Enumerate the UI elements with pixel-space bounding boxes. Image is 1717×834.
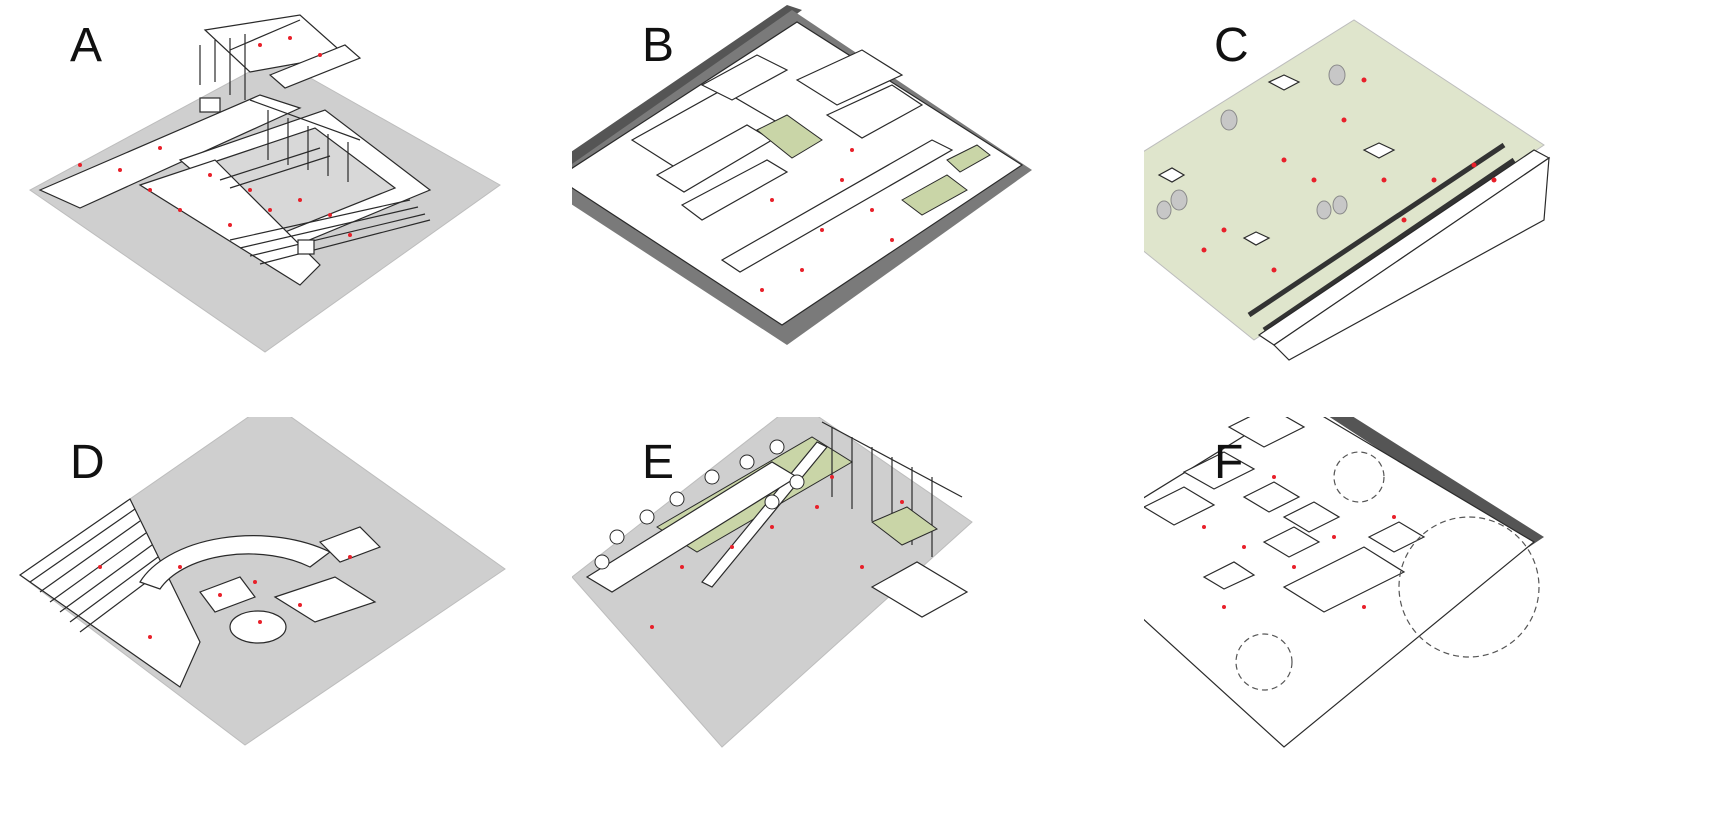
lawn-block (199, 576, 256, 613)
panel-e: E (572, 417, 1144, 834)
lower-terrace (138, 159, 321, 286)
green-pad (871, 506, 938, 546)
plaza-circle (229, 610, 287, 644)
panel-f: F (1144, 417, 1716, 834)
dark-edge (1329, 417, 1544, 547)
trees (594, 439, 805, 570)
lawn-block (318, 526, 382, 563)
people-markers (78, 36, 352, 237)
panel-label: D (70, 436, 105, 489)
people-markers (98, 555, 352, 639)
axonometric-drawing-a (29, 14, 501, 353)
rail-lines (1247, 142, 1516, 333)
axonometric-drawing-b (572, 5, 1032, 345)
panel-label: F (1214, 436, 1244, 489)
small-houses (1157, 74, 1396, 246)
shed-roofs (630, 49, 924, 221)
axonometric-drawing-e (572, 417, 973, 748)
people-markers (650, 475, 904, 629)
upper-walkway (38, 94, 302, 209)
panel-label: B (642, 19, 675, 72)
platform-lower (1273, 156, 1550, 361)
highlight-circles (1235, 451, 1540, 691)
panel-label: A (70, 19, 103, 72)
kiosk-box (297, 239, 315, 255)
axonometric-drawing-f (1144, 417, 1544, 748)
axonometric-drawing-c (1144, 19, 1551, 361)
green-field (1144, 19, 1545, 341)
trees (1156, 64, 1348, 220)
stair-lines (219, 147, 431, 265)
panel-d: D (0, 417, 572, 834)
people-markers (760, 148, 894, 292)
site-plane (572, 21, 1024, 326)
axonometric-drawing-d (18, 417, 506, 746)
people-markers (1201, 77, 1497, 273)
building-blocks (1144, 417, 1426, 613)
terrace-steps (29, 508, 165, 633)
green-court (756, 114, 823, 159)
panel-label: E (642, 436, 675, 489)
people-markers (1202, 475, 1396, 609)
panel-label: C (1214, 19, 1249, 72)
green-pad (946, 144, 991, 173)
column-frame (199, 19, 361, 182)
panel-a: A (0, 0, 572, 417)
lawn-block (273, 576, 377, 623)
green-pad (901, 174, 968, 216)
panel-b: B (572, 0, 1144, 417)
kiosk-box (199, 97, 221, 113)
panel-c: C (1144, 0, 1716, 417)
long-bar-building (720, 139, 954, 273)
white-plaza (870, 561, 969, 618)
